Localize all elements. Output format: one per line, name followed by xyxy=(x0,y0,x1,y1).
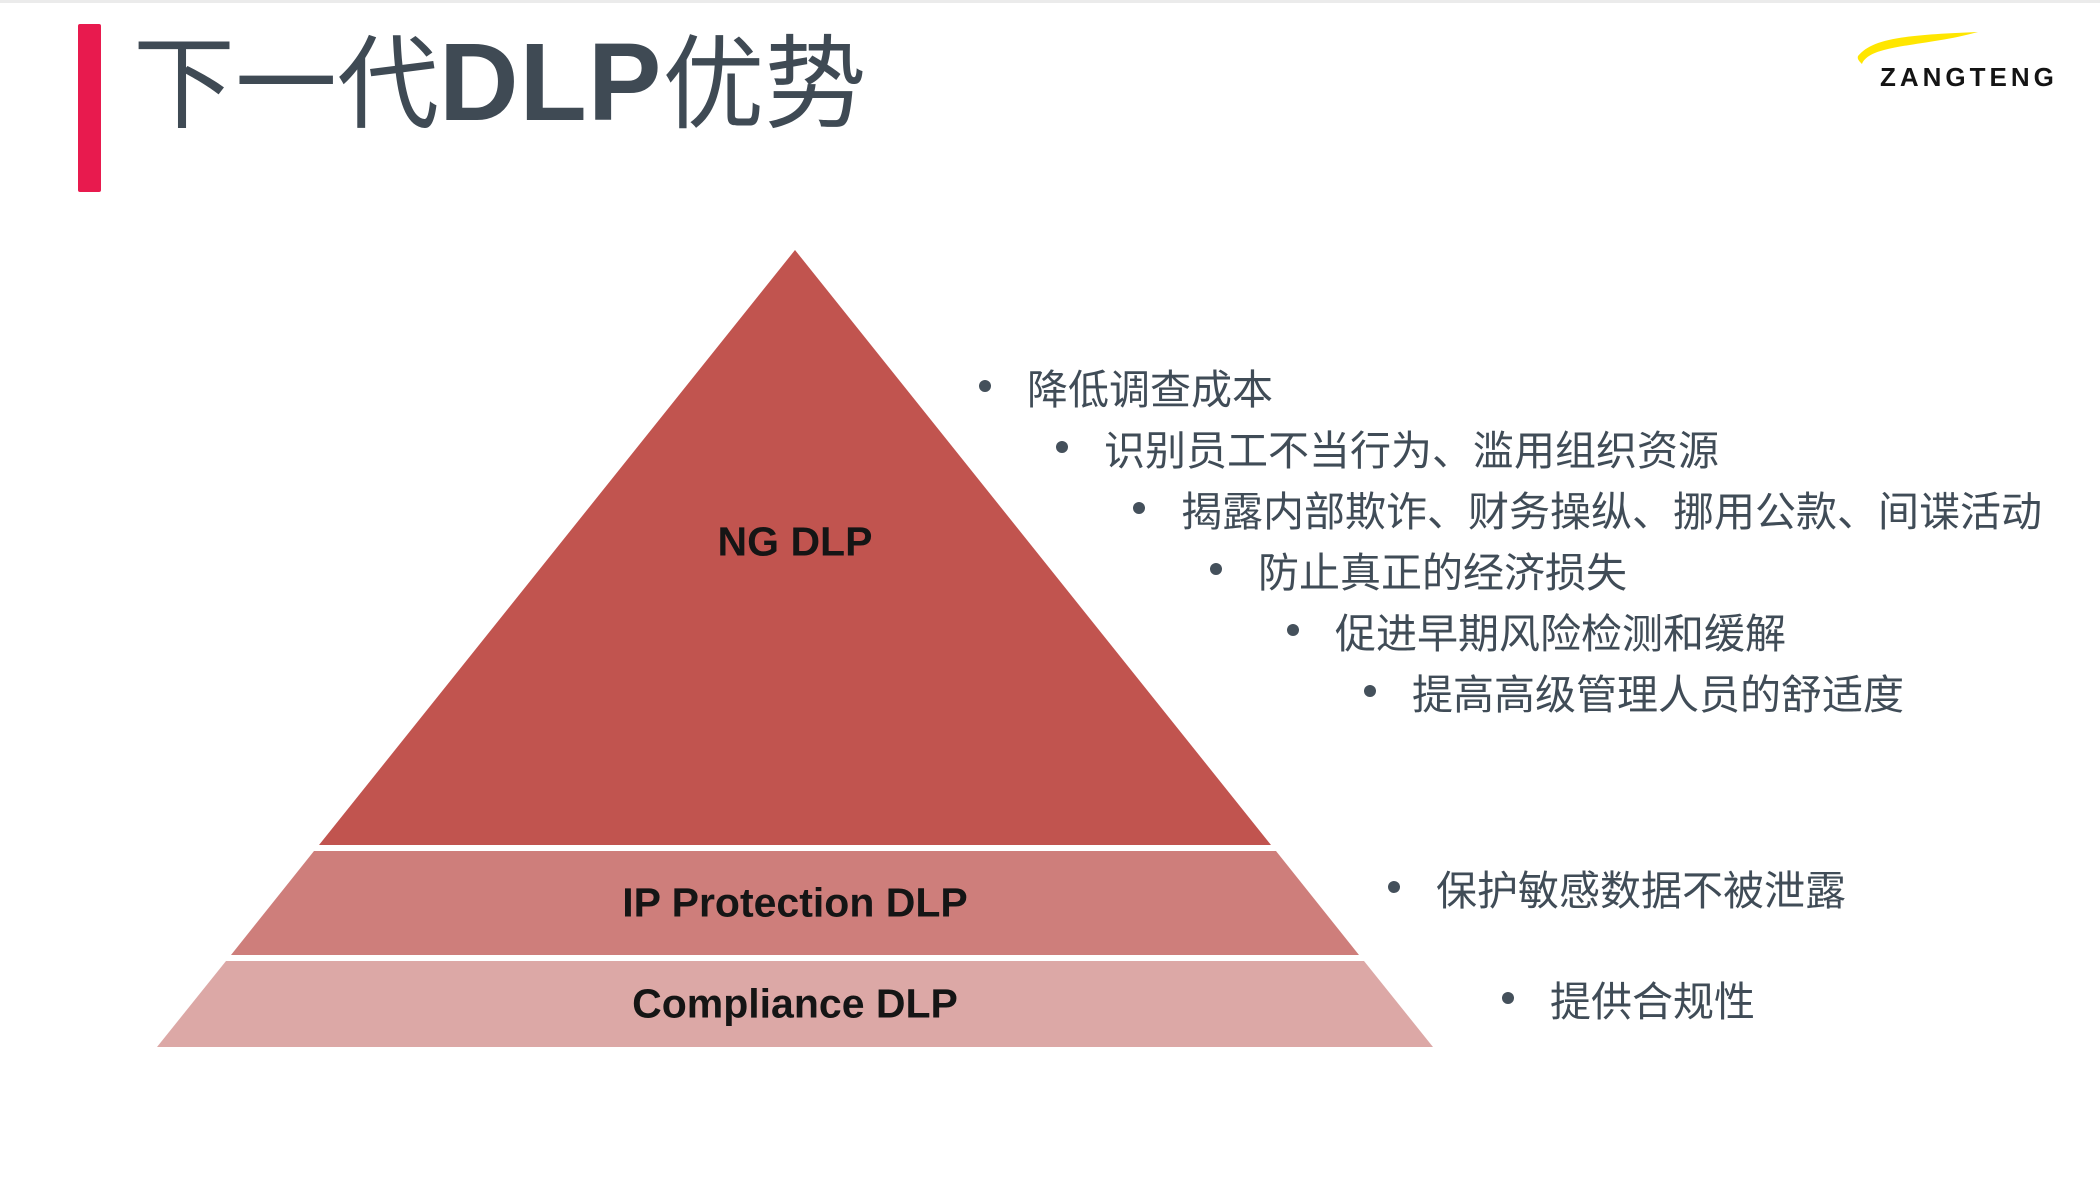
logo-swoosh-icon xyxy=(1857,32,1978,64)
logo-text: ZANGTENG xyxy=(1880,62,2058,92)
bullet-dot xyxy=(1364,685,1376,697)
pyramid-level-ip xyxy=(231,851,1359,955)
title-prefix: 下一代 xyxy=(133,30,439,143)
pyramid-level-ng xyxy=(319,250,1271,845)
bullet-dot xyxy=(1502,992,1514,1004)
ng-bullet-item: 揭露内部欺诈、财务操纵、挪用公款、间谍活动 xyxy=(1133,478,2042,538)
ng-bullet-item: 降低调查成本 xyxy=(979,356,1273,416)
page-title: 下一代DLP优势 xyxy=(133,8,866,162)
bullet-text: 促进早期风险检测和缓解 xyxy=(1335,611,1786,657)
bullet-text: 提供合规性 xyxy=(1550,979,1755,1025)
swoosh-shape xyxy=(1857,32,1978,64)
bullet-dot xyxy=(1056,441,1068,453)
bullet-dot xyxy=(1210,563,1222,575)
ng-bullet-item: 提高高级管理人员的舒适度 xyxy=(1364,661,1904,721)
bullet-dot xyxy=(979,380,991,392)
pyramid-label-ip: IP Protection DLP xyxy=(622,879,968,926)
logo: ZANGTENG xyxy=(1852,26,2092,98)
bullet-dot xyxy=(1133,502,1145,514)
pyramid-label-compliance: Compliance DLP xyxy=(632,980,958,1027)
pyramid-level-compliance xyxy=(157,961,1433,1047)
top-border-line xyxy=(0,0,2100,3)
bullet-text: 识别员工不当行为、滥用组织资源 xyxy=(1104,428,1719,474)
ng-bullet-item: 识别员工不当行为、滥用组织资源 xyxy=(1056,417,1719,477)
bullet-text: 揭露内部欺诈、财务操纵、挪用公款、间谍活动 xyxy=(1181,489,2042,535)
title-accent-bar xyxy=(78,24,101,192)
ng-bullet-item: 促进早期风险检测和缓解 xyxy=(1287,600,1786,660)
bullet-text: 提高高级管理人员的舒适度 xyxy=(1412,672,1904,718)
ng-bullet-item: 防止真正的经济损失 xyxy=(1210,539,1627,599)
pyramid-label-ng: NG DLP xyxy=(717,518,873,565)
title-suffix: 优势 xyxy=(662,30,867,143)
bullet-text: 防止真正的经济损失 xyxy=(1258,550,1627,596)
bullet-dot xyxy=(1388,881,1400,893)
title-latin: DLP xyxy=(439,21,663,144)
ip-bullet-item: 保护敏感数据不被泄露 xyxy=(1388,857,1846,917)
bullet-text: 降低调查成本 xyxy=(1027,367,1273,413)
bullet-text: 保护敏感数据不被泄露 xyxy=(1436,868,1846,914)
bullet-dot xyxy=(1287,624,1299,636)
compliance-bullet-item: 提供合规性 xyxy=(1502,968,1755,1028)
